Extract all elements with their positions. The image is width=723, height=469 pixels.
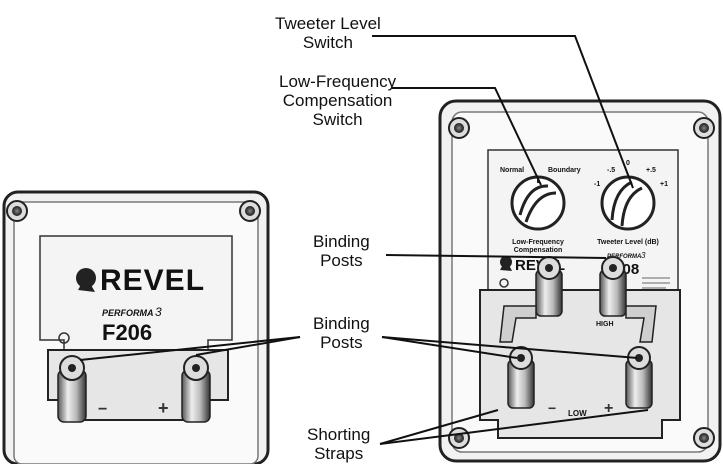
left-minus-symbol: − [98, 401, 107, 418]
callout-line: Switch [302, 33, 353, 52]
tw-label-zero: 0 [626, 160, 630, 167]
screw-icon [6, 200, 28, 222]
callout-binding-posts-upper: Binding Posts [313, 232, 370, 270]
lf-label-normal: Normal [500, 167, 524, 174]
left-binding-post-positive[interactable] [181, 355, 211, 423]
tw-label-m1: -1 [594, 181, 600, 188]
tw-label-p1: +1 [660, 181, 668, 188]
callout-line: Binding [313, 232, 370, 251]
callout-line: Shorting [307, 425, 371, 444]
callout-binding-posts-lower: Binding Posts [313, 314, 370, 352]
screw-icon [239, 200, 261, 222]
callout-line: Compensation [282, 91, 393, 110]
leader-binding-lower-c [195, 336, 301, 356]
right-label-plate [487, 149, 679, 301]
leader-binding-upper [385, 254, 607, 259]
callout-line: Low-Frequency [279, 72, 397, 91]
screw-icon [693, 427, 715, 449]
lf-caption-2: Compensation [514, 247, 563, 254]
leader-shorting-b [379, 409, 649, 445]
tw-label-p05: +.5 [646, 167, 656, 174]
callout-line: Straps [314, 444, 364, 463]
binding-post-high-negative[interactable] [535, 256, 563, 317]
leader-binding-lower-d [79, 336, 301, 361]
right-minus-symbol: − [548, 400, 556, 416]
right-series-mark: 3 [641, 251, 646, 260]
callout-line: Posts [320, 251, 363, 270]
callout-line: Switch [312, 110, 363, 129]
leader-lf-comp [392, 87, 542, 186]
left-model: F206 [102, 320, 152, 345]
callout-line: Posts [320, 333, 363, 352]
revel-logo-icon [76, 268, 96, 292]
right-series: PERFORMA [607, 254, 641, 260]
lf-caption-1: Low-Frequency [512, 239, 564, 246]
leader-binding-lower-b [381, 336, 638, 359]
callout-lf-compensation: Low-Frequency Compensation Switch [279, 72, 396, 129]
shorting-strap-right[interactable] [625, 305, 657, 343]
tw-caption: Tweeter Level (dB) [597, 239, 659, 246]
leader-shorting-a [379, 409, 499, 445]
binding-post-low-positive[interactable] [625, 346, 653, 409]
recycle-icon [499, 278, 509, 288]
lf-label-boundary: Boundary [548, 167, 581, 174]
callout-shorting-straps: Shorting Straps [307, 425, 370, 463]
screw-icon [693, 117, 715, 139]
left-plus-symbol: + [158, 398, 169, 418]
left-binding-post-negative[interactable] [57, 355, 87, 423]
low-frequency-compensation-switch[interactable] [510, 175, 566, 231]
high-label: HIGH [596, 321, 614, 328]
shorting-strap-left[interactable] [499, 305, 537, 343]
callout-tweeter-level: Tweeter Level Switch [275, 14, 381, 52]
callout-line: Tweeter Level [275, 14, 381, 33]
tweeter-level-switch[interactable] [600, 175, 656, 231]
left-series: PERFORMA [102, 308, 154, 318]
screw-icon [448, 427, 470, 449]
left-speaker-panel: REVEL PERFORMA 3 F206 − + [2, 190, 270, 466]
callout-line: Binding [313, 314, 370, 333]
leader-lines [79, 35, 649, 445]
right-speaker-panel: Normal Boundary Low-Frequency Compensati… [438, 99, 722, 463]
low-label: LOW [568, 409, 587, 418]
revel-logo-icon [500, 256, 512, 271]
screw-icon [448, 117, 470, 139]
binding-post-high-positive[interactable] [599, 256, 627, 317]
left-brand: REVEL [100, 264, 205, 297]
binding-post-low-negative[interactable] [507, 346, 535, 409]
tw-label-m05: -.5 [607, 167, 615, 174]
leader-tweeter [372, 35, 634, 189]
leader-binding-lower-a [381, 336, 518, 359]
recycle-icon [58, 332, 70, 344]
left-series-mark: 3 [155, 305, 162, 319]
right-plus-symbol: + [604, 400, 613, 417]
